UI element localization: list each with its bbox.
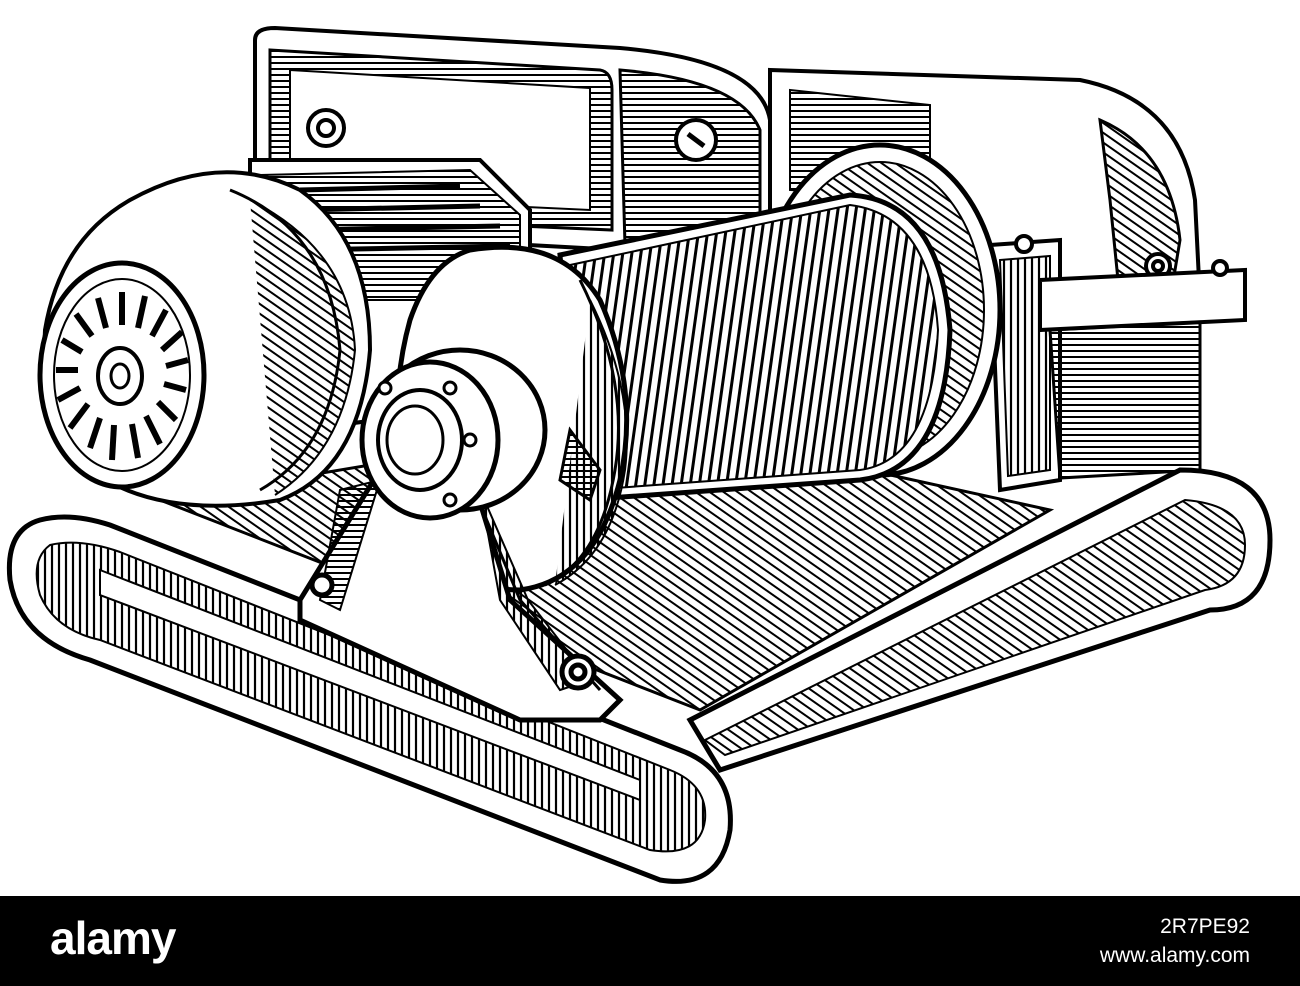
winch-illustration xyxy=(6,25,1273,884)
brand-logo: alamy xyxy=(50,912,176,964)
cable-drum xyxy=(557,192,953,503)
right-bearing-block xyxy=(987,234,1247,493)
shaft-hub xyxy=(359,347,548,521)
watermark-bar: alamy 2R7PE92 www.alamy.com xyxy=(0,896,1300,986)
site-url: www.alamy.com xyxy=(1099,944,1250,967)
base-skid xyxy=(6,467,1273,884)
fan-grille xyxy=(37,260,207,490)
image-id-label: 2R7PE92 xyxy=(1160,915,1250,938)
bearing-pedestal xyxy=(297,467,624,723)
image-meta: 2R7PE92 www.alamy.com xyxy=(1100,914,1250,969)
